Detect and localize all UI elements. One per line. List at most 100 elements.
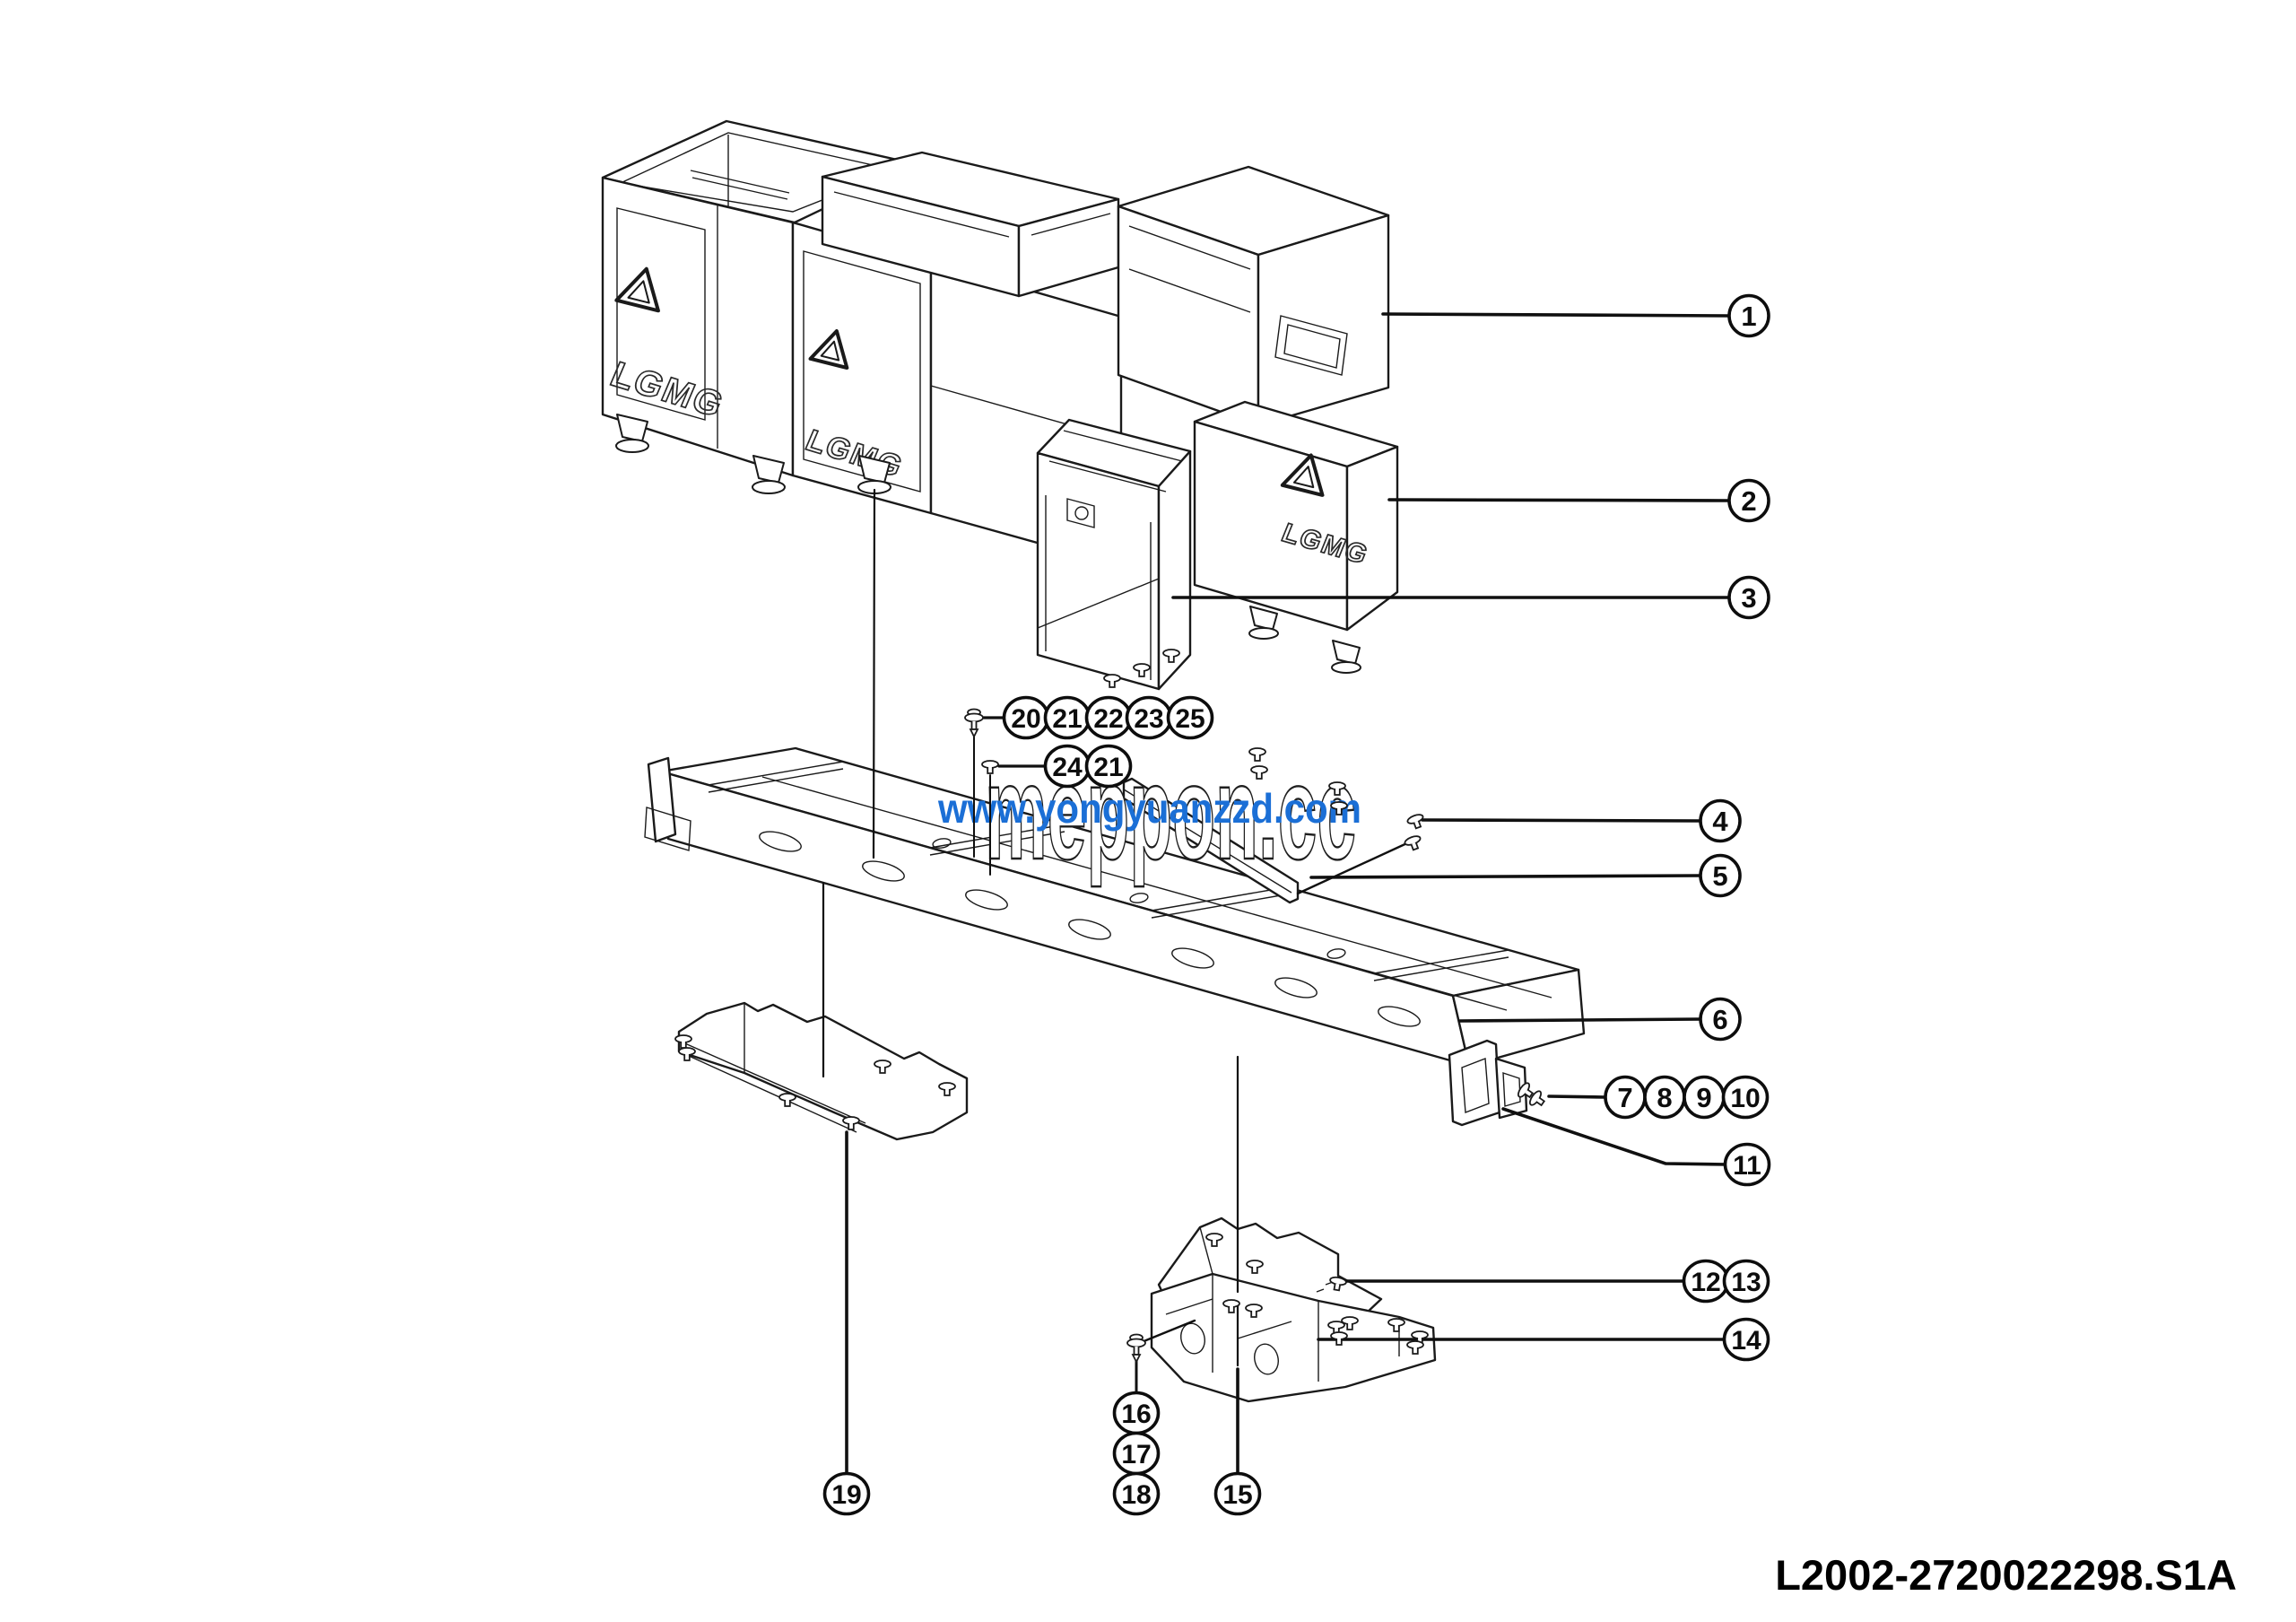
- screw-icon: [1406, 1340, 1424, 1355]
- callout-10: 10: [1721, 1075, 1770, 1120]
- svg-text:12: 12: [1691, 1268, 1720, 1297]
- callout-25: 25: [1166, 695, 1214, 740]
- callout-14: 14: [1722, 1317, 1770, 1362]
- callout-15: 15: [1213, 1471, 1262, 1516]
- svg-text:20: 20: [1011, 704, 1040, 734]
- callout-24: 24: [1043, 744, 1091, 789]
- screw-icon: [938, 1082, 956, 1096]
- svg-text:9: 9: [1696, 1082, 1711, 1113]
- callout-17: 17: [1112, 1431, 1161, 1476]
- svg-text:11: 11: [1733, 1151, 1761, 1181]
- svg-text:23: 23: [1134, 704, 1163, 734]
- screw-icon: [1248, 747, 1266, 762]
- screw-icon: [1162, 649, 1180, 663]
- mount-bracket: [1448, 1039, 1528, 1127]
- screw-icon: [981, 760, 999, 774]
- callout-5: 5: [1699, 853, 1742, 898]
- screw-icon: [1133, 663, 1151, 677]
- svg-text:14: 14: [1731, 1326, 1761, 1356]
- side-plate: [1122, 777, 1300, 904]
- caster-foot: [1248, 606, 1361, 674]
- svg-text:19: 19: [831, 1480, 861, 1510]
- svg-text:8: 8: [1657, 1082, 1672, 1113]
- svg-text:2: 2: [1741, 485, 1756, 517]
- callout-1: 1: [1727, 293, 1770, 338]
- brand-triangle-logo: [808, 329, 849, 371]
- rail-slots: [759, 831, 1421, 1027]
- callout-6: 6: [1699, 997, 1742, 1042]
- leader-11: [1501, 1107, 1729, 1166]
- callout-4: 4: [1699, 798, 1742, 843]
- svg-text:15: 15: [1222, 1480, 1252, 1510]
- svg-text:7: 7: [1617, 1082, 1632, 1113]
- screw-icon: [842, 1116, 860, 1130]
- svg-text:1: 1: [1741, 301, 1756, 332]
- callout-11: 11: [1723, 1142, 1771, 1187]
- callout-20: 20: [1002, 695, 1050, 740]
- screw-icon: [1330, 1331, 1348, 1346]
- callout-22: 22: [1084, 695, 1133, 740]
- exploded-view-art: LGMG LGMG: [601, 119, 1586, 1403]
- screw-icon: [1528, 1090, 1546, 1107]
- svg-text:24: 24: [1052, 753, 1083, 782]
- screw-icon: [964, 708, 984, 739]
- svg-text:10: 10: [1730, 1084, 1760, 1113]
- screw-icon: [678, 1047, 696, 1061]
- svg-text:25: 25: [1175, 704, 1205, 734]
- screw-icon: [874, 1060, 891, 1074]
- callout-12: 12: [1682, 1259, 1730, 1304]
- leader-5-screw: [1296, 840, 1413, 895]
- screw-icon: [1103, 674, 1121, 688]
- callout-9: 9: [1683, 1075, 1726, 1120]
- svg-text:3: 3: [1741, 582, 1756, 614]
- brand-triangle-logo: [1280, 453, 1325, 497]
- screw-icon: [674, 1034, 692, 1049]
- leader-6: [1458, 1017, 1702, 1023]
- screw-icon: [1250, 765, 1268, 780]
- callout-23: 23: [1125, 695, 1173, 740]
- screw-icon: [1126, 1333, 1146, 1365]
- screw-icon: [1205, 1233, 1223, 1247]
- part-number: L2002-2720022298.S1A: [1775, 1551, 2237, 1599]
- callout-13: 13: [1722, 1259, 1770, 1304]
- screw-icon: [1406, 814, 1424, 830]
- screw-icon: [1387, 1318, 1405, 1332]
- svg-text:13: 13: [1731, 1268, 1761, 1297]
- battery-assembly: LGMG LGMG: [601, 119, 1399, 691]
- leader-2: [1387, 498, 1731, 502]
- leader-7: [1547, 1094, 1607, 1099]
- screw-icons: [674, 649, 1546, 1365]
- screw-icon: [1341, 1316, 1359, 1330]
- callout-21: 21: [1084, 744, 1133, 789]
- svg-text:21: 21: [1052, 704, 1082, 734]
- watermark-outline-text: meppon.cc: [985, 737, 1356, 887]
- leader-5: [1309, 874, 1702, 879]
- leader-16-part: [1135, 1319, 1196, 1346]
- leader-lines: [822, 312, 1731, 1475]
- screw-icon: [778, 1093, 796, 1107]
- watermark-blue-text: www.yongyuanzzd.com: [937, 785, 1361, 832]
- caster-foot: [615, 414, 891, 494]
- svg-text:4: 4: [1712, 806, 1728, 837]
- screw-icon: [1328, 781, 1346, 796]
- callout-2: 2: [1727, 478, 1770, 523]
- screw-icon: [1222, 1299, 1240, 1313]
- svg-text:16: 16: [1121, 1400, 1151, 1429]
- screw-icon: [1329, 1276, 1347, 1292]
- battery-box-right: [1117, 165, 1390, 427]
- electrical-box: [1036, 418, 1192, 691]
- svg-text:5: 5: [1712, 860, 1727, 892]
- callout-21: 21: [1043, 695, 1091, 740]
- screw-icon: [1404, 835, 1422, 851]
- battery-box-top-flat: [821, 151, 1120, 298]
- callout-3: 3: [1727, 575, 1770, 620]
- svg-text:21: 21: [1093, 753, 1123, 782]
- screw-icon: [1517, 1082, 1535, 1099]
- screw-icon: [1245, 1304, 1263, 1318]
- screw-icon: [1246, 1260, 1264, 1274]
- svg-text:18: 18: [1121, 1480, 1151, 1510]
- svg-text:17: 17: [1121, 1440, 1151, 1469]
- svg-text:22: 22: [1093, 704, 1123, 734]
